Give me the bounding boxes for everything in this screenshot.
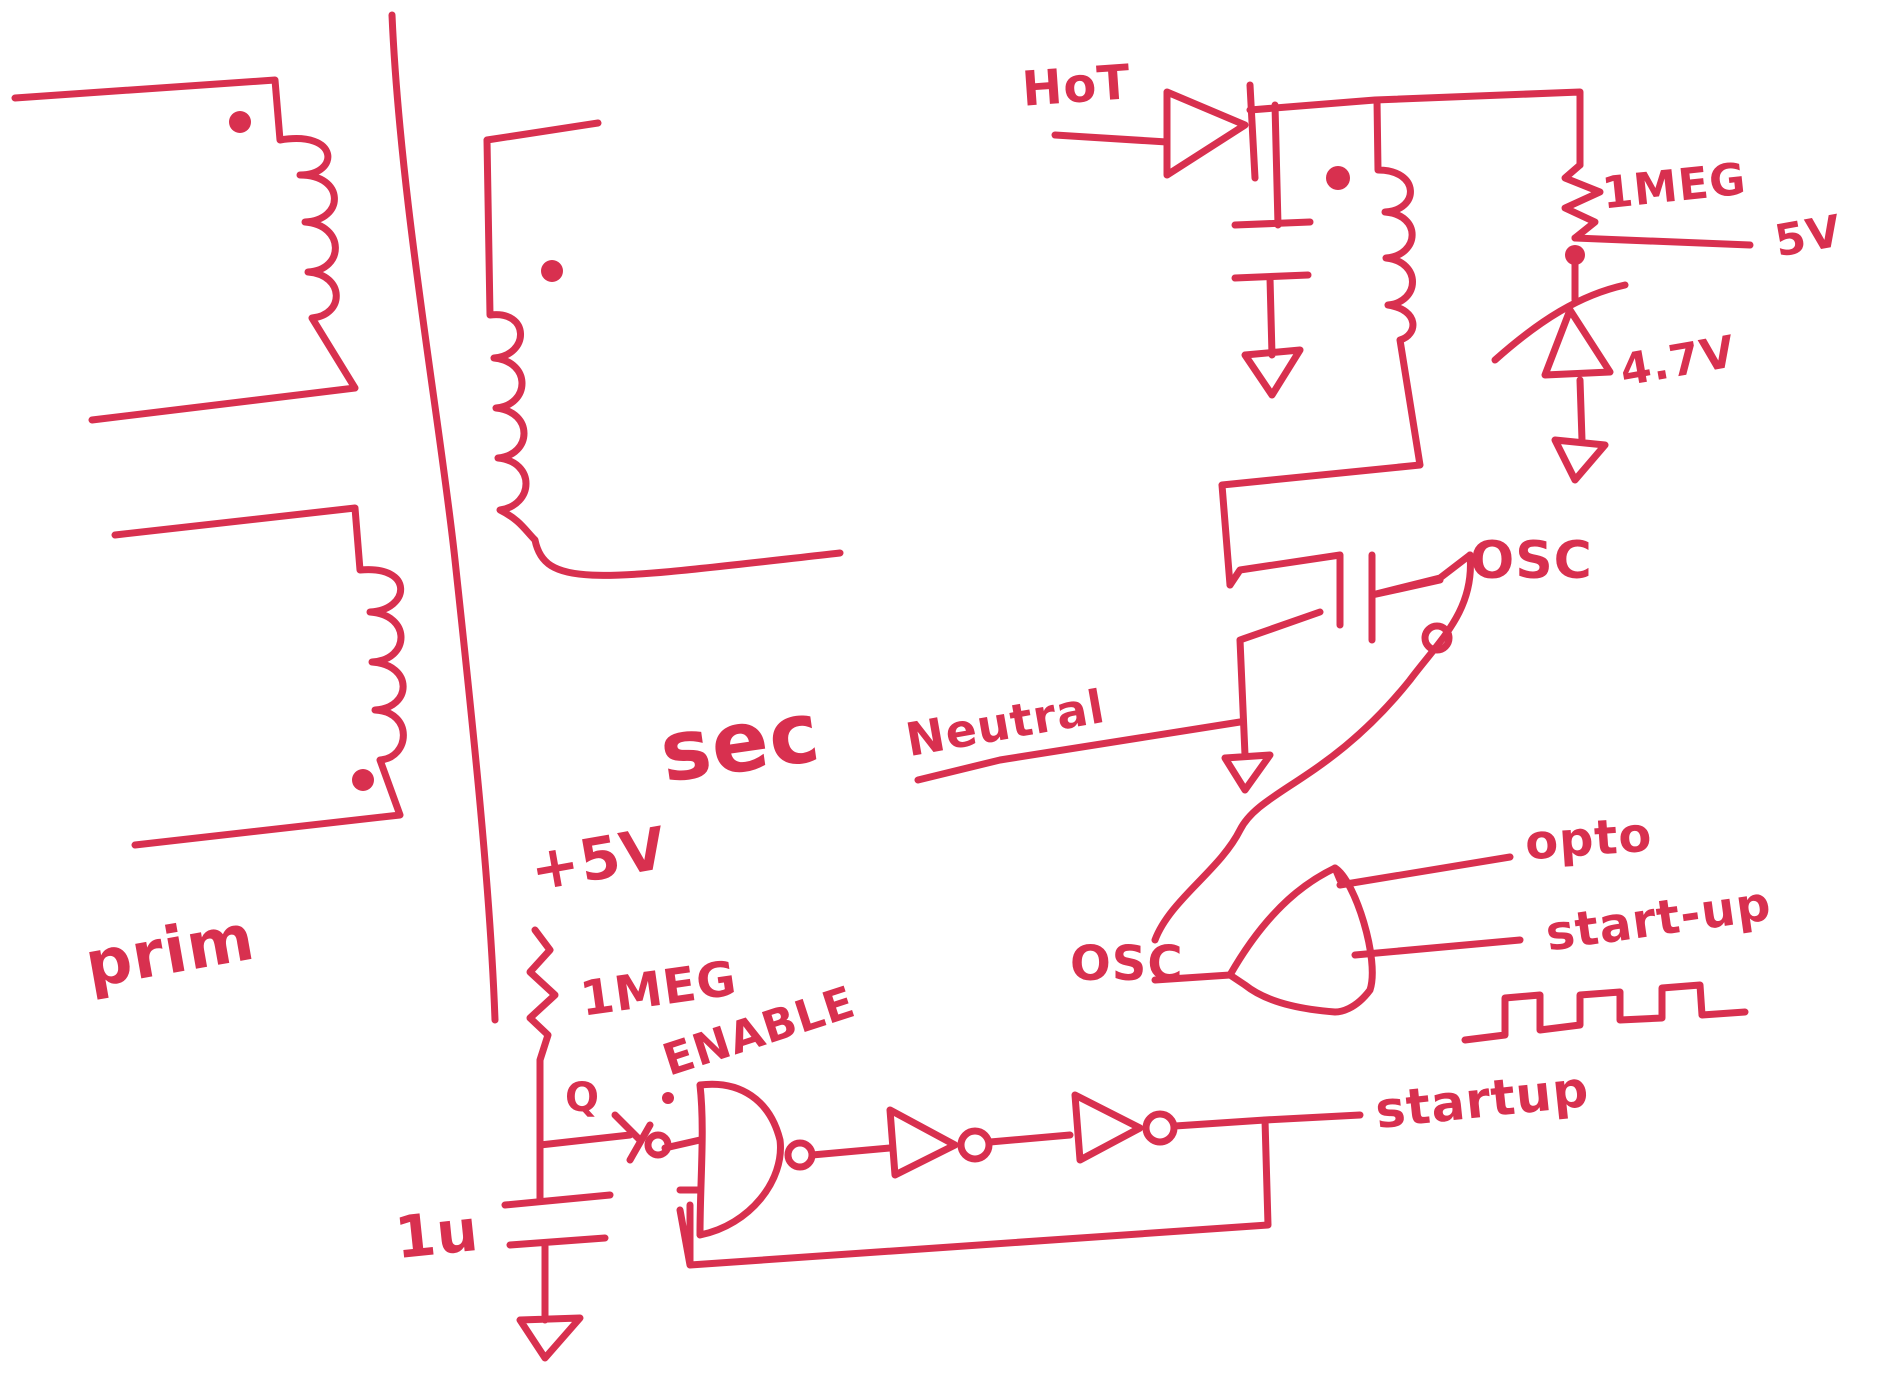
resistor-bottom-1meg (526, 926, 559, 1084)
top-rail-cap-branch (1271, 101, 1282, 229)
nand-input-a (661, 1136, 704, 1152)
capacitor-ground (1241, 274, 1304, 399)
enable-q-transistor (536, 1111, 654, 1164)
switch-source-to-neutral (1221, 608, 1324, 794)
label-secondary: sec (653, 682, 826, 802)
hot-wire (1051, 131, 1171, 146)
primary-winding-2-polarity-dot (352, 769, 374, 791)
inverter-1-bubble (957, 1127, 993, 1163)
transformer (11, 11, 844, 1024)
inverter-2 (1071, 1091, 1144, 1164)
bottom-capacitor (501, 1191, 614, 1362)
nand-bubble (784, 1139, 816, 1171)
top-rail (1246, 88, 1584, 169)
wire-nand-to-buffer1 (808, 1144, 894, 1159)
transformer-core (388, 11, 499, 1024)
pulse-waveform (1461, 981, 1749, 1044)
inductor-winding (1218, 96, 1424, 589)
label-hot: HoT (1020, 54, 1133, 118)
feedback-loop (676, 1116, 1272, 1269)
inverter-1 (886, 1106, 959, 1179)
resistor-top-1meg (1561, 161, 1604, 242)
label-opto: opto (1523, 806, 1655, 872)
primary-winding-1 (11, 76, 359, 424)
nand-gate (696, 1080, 784, 1239)
or-gate-output (1331, 864, 1344, 884)
capacitor-plates (1231, 218, 1314, 282)
label-capacitor-bottom: 1u (391, 1195, 482, 1273)
startup-chain (501, 926, 1364, 1362)
secondary-winding-polarity-dot (541, 260, 563, 282)
or-input-osc (1151, 971, 1234, 984)
enable-dot (662, 1092, 674, 1104)
secondary-winding (483, 119, 844, 579)
label-osc-top: OSC (1470, 531, 1593, 591)
or-input-startup (1351, 936, 1524, 959)
diode-hot (1163, 81, 1259, 182)
osc-gate-bubble (1421, 622, 1453, 654)
zener-diode (1491, 251, 1629, 484)
switch-transistor (1226, 551, 1474, 644)
label-osc-gate: OSC (1070, 936, 1184, 992)
wire-inverter1-to-inverter2 (986, 1131, 1074, 1146)
supply-circuit (914, 81, 1754, 944)
primary-winding-2 (111, 504, 407, 849)
or-input-opto (1336, 853, 1514, 889)
primary-winding-1-polarity-dot (229, 111, 251, 133)
or-gate (1151, 853, 1524, 1016)
neutral-wire (914, 718, 1244, 784)
or-gate-body (1226, 864, 1376, 1016)
label-q: Q (565, 1075, 601, 1121)
osc-return-wire (1151, 551, 1474, 944)
inverter-2-bubble (1142, 1110, 1178, 1146)
inductor-polarity-dot (1326, 166, 1350, 190)
output-5v-wire (1571, 234, 1754, 249)
label-5v-output: 5V (1770, 205, 1846, 268)
